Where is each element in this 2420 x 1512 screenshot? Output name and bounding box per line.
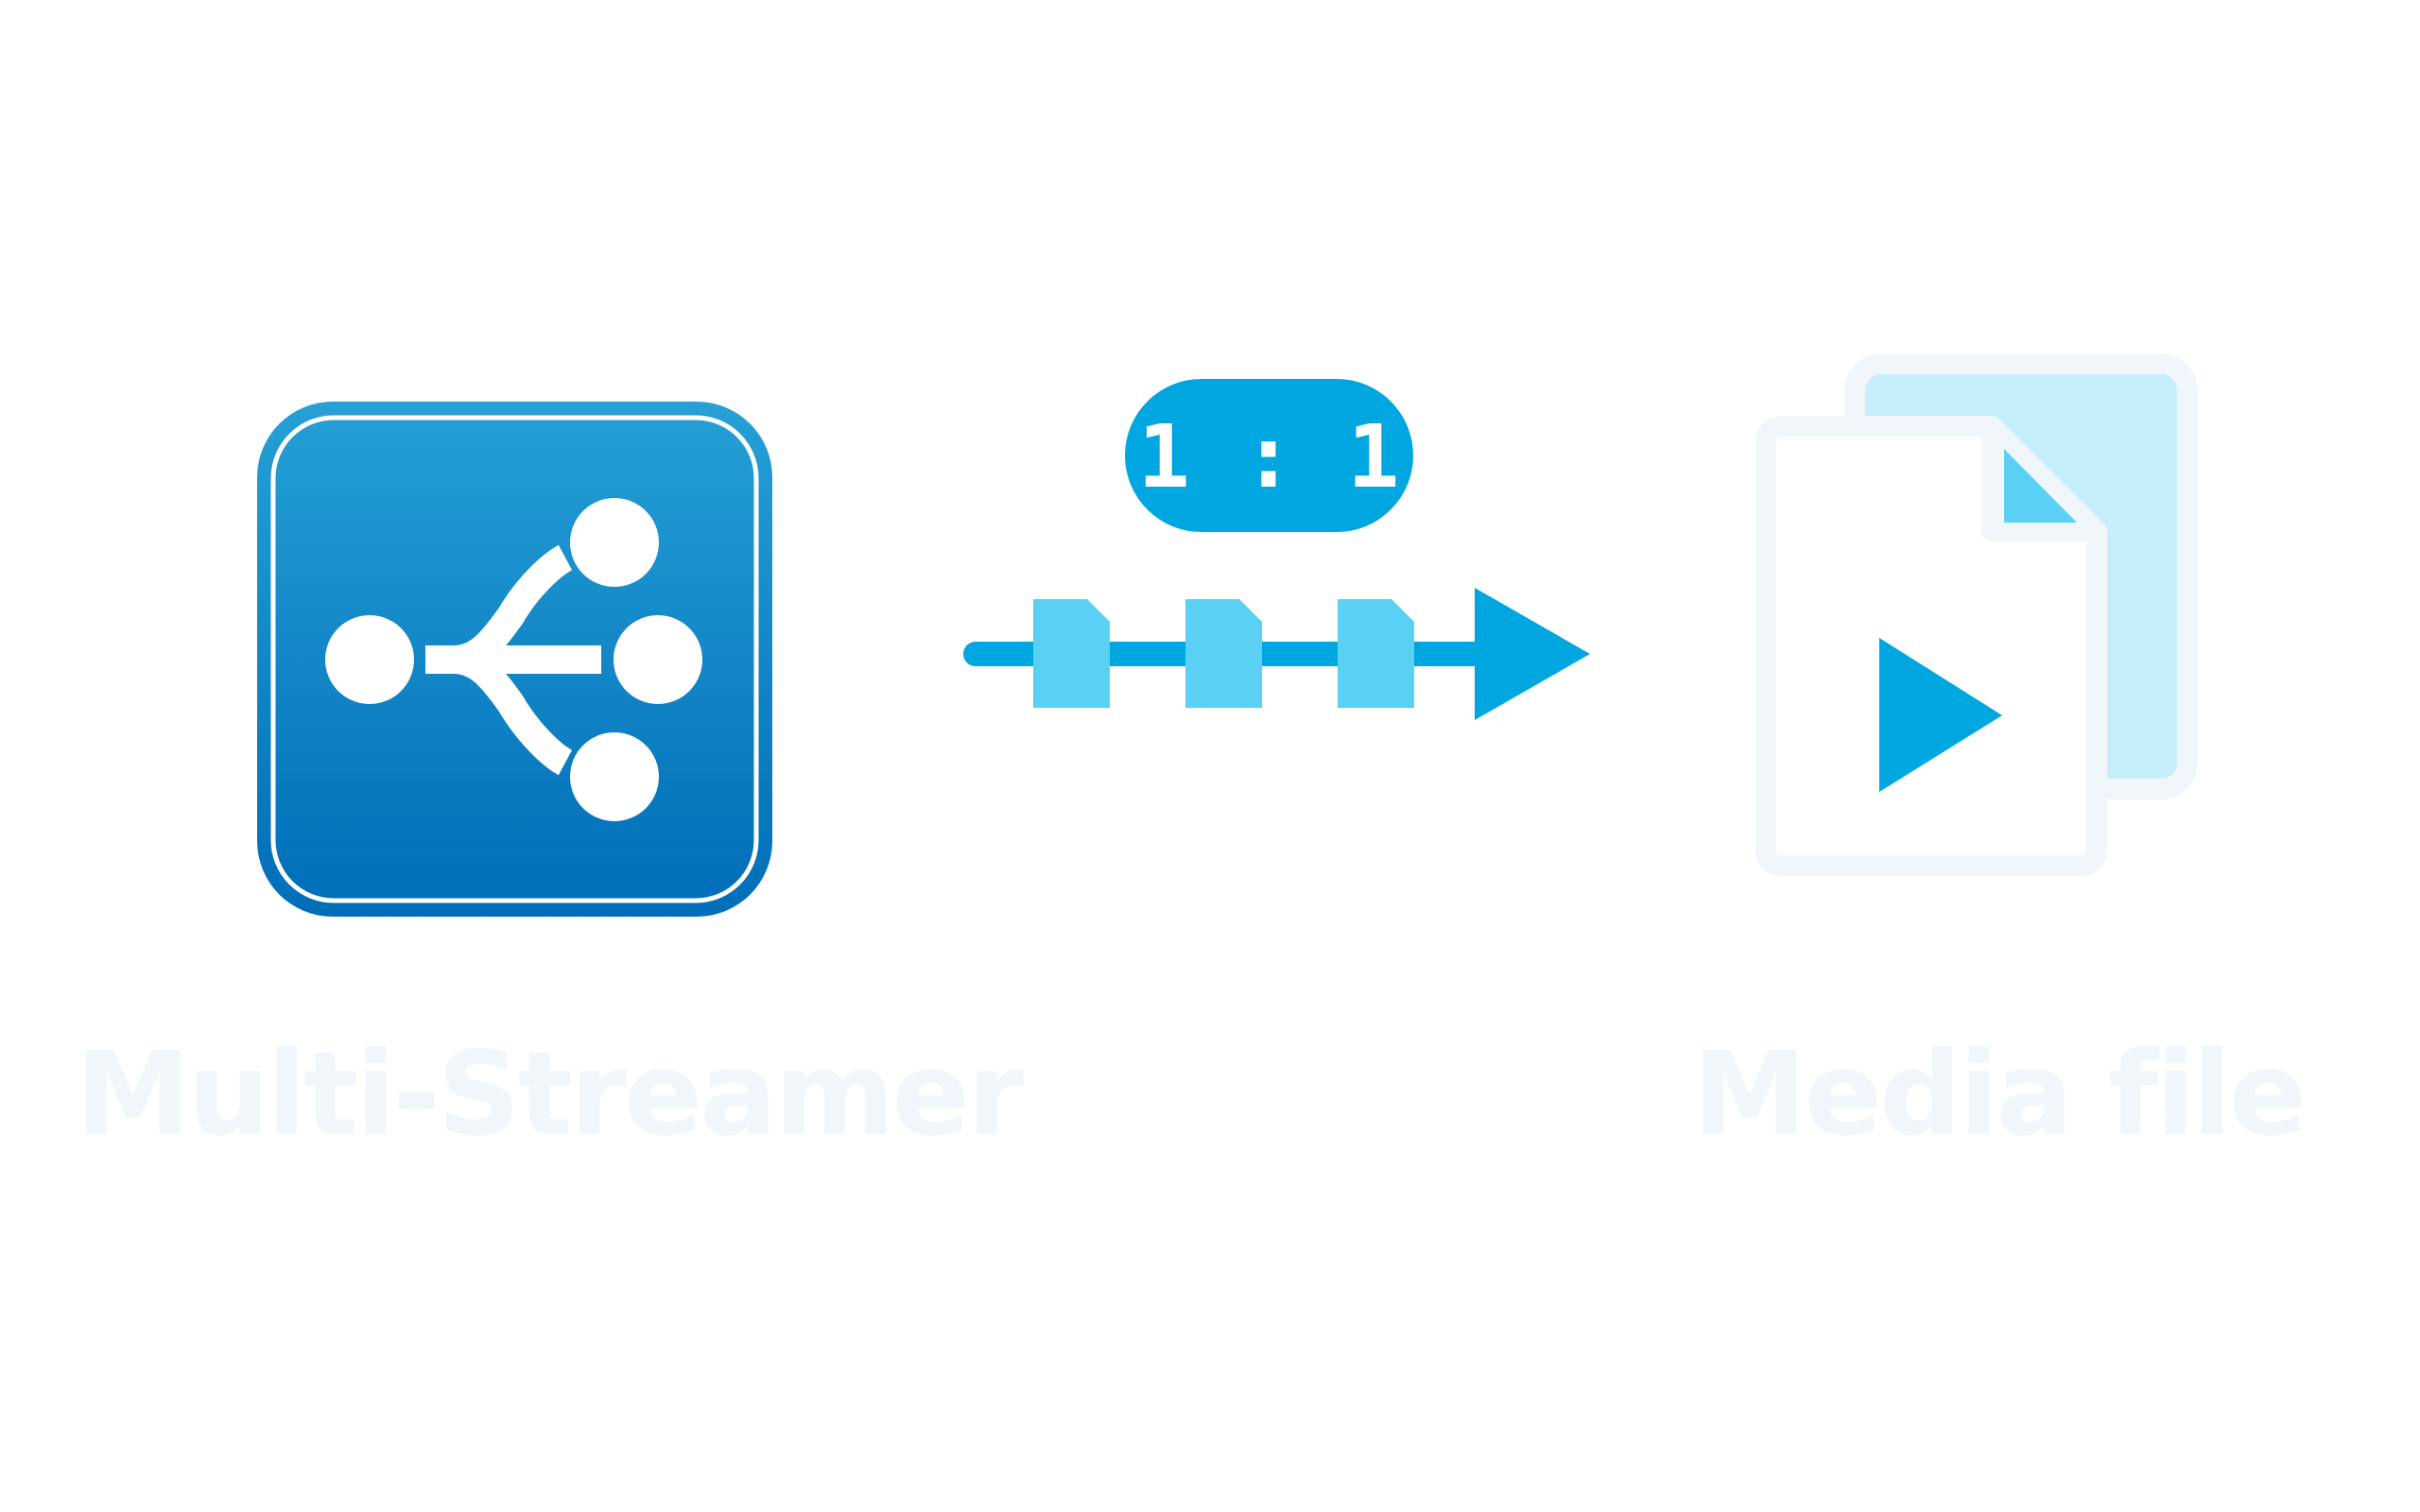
data-packet-icon: [1338, 599, 1414, 708]
graph-node-output-bottom: [570, 732, 659, 821]
file-corner-fold: [1981, 426, 2097, 541]
target-label: Media file: [1692, 1027, 2308, 1161]
graph-edges: [425, 544, 601, 776]
graph-node-output-top: [570, 498, 659, 587]
file-corner-fill: [2004, 449, 2077, 523]
ratio-text: 1 : 1: [1138, 406, 1400, 507]
media-file-icon: [1755, 353, 2198, 876]
connector: 1 : 1: [963, 379, 1590, 720]
multi-streamer-icon-inner-border: [270, 415, 759, 903]
arrow-right-icon: [1475, 588, 1590, 720]
packet-group: [1033, 599, 1414, 708]
multi-streamer-icon: [257, 402, 772, 917]
file-front-page: [1755, 416, 2107, 876]
graph-node-output-middle: [614, 615, 702, 704]
graph-node-input: [325, 615, 414, 704]
data-packet-icon: [1033, 599, 1110, 708]
source-label: Multi-Streamer: [76, 1027, 1024, 1161]
data-packet-icon: [1185, 599, 1262, 708]
play-icon: [1879, 638, 2002, 792]
ratio-badge-pill: [1125, 379, 1413, 532]
ratio-badge: 1 : 1: [1125, 379, 1413, 532]
